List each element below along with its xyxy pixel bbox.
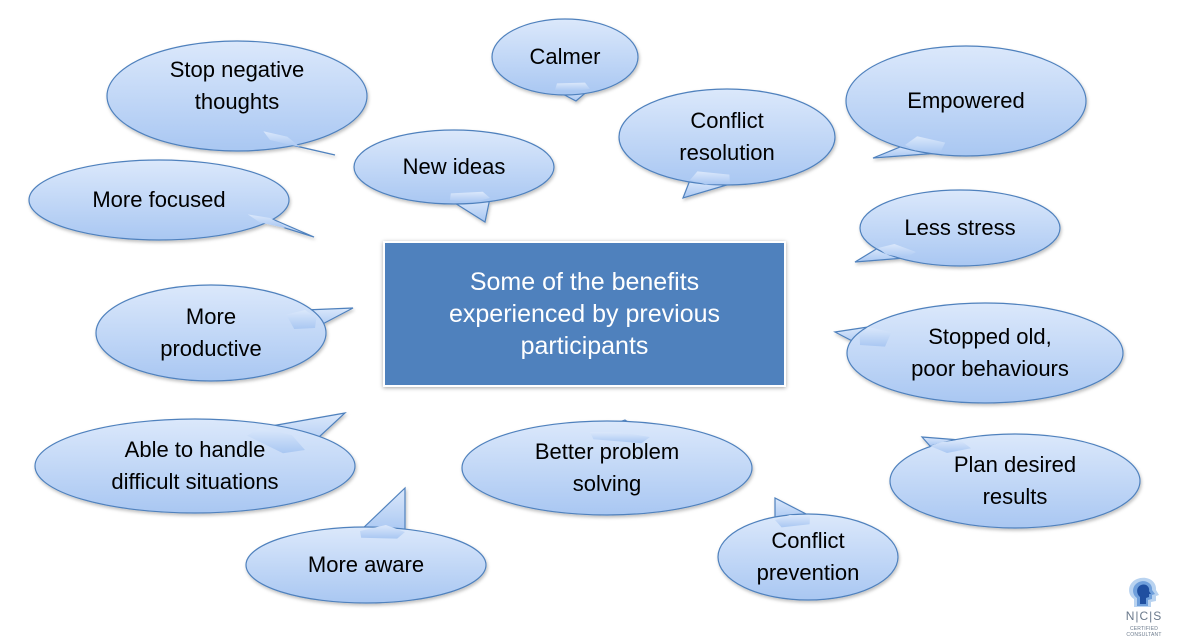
bubble-label-more-aware: More aware xyxy=(308,549,424,581)
bubble-label-empowered: Empowered xyxy=(907,85,1024,117)
bubble-tail xyxy=(269,217,315,238)
bubble-label-stopped-old-poor-behaviours: Stopped old, poor behaviours xyxy=(911,321,1069,385)
speech-bubble-empowered xyxy=(845,45,1087,159)
bubble-label-line: difficult situations xyxy=(111,469,279,494)
ncs-logo: N|C|S CERTIFIED CONSULTANT xyxy=(1115,575,1173,638)
center-title-line: participants xyxy=(520,332,649,360)
bubble-label-line: thoughts xyxy=(194,89,280,114)
bubble-label-stop-negative-thoughts: Stop negative thoughts xyxy=(170,54,305,118)
bubble-label-line: Conflict xyxy=(771,528,845,553)
bubble-label-line: resolution xyxy=(679,140,775,165)
bubble-label-new-ideas: New ideas xyxy=(403,151,506,183)
bubble-ellipse xyxy=(889,433,1141,529)
bubble-label-line: More aware xyxy=(307,552,425,577)
bubble-label-line: Conflict xyxy=(690,108,764,133)
bubble-ellipse xyxy=(245,526,487,604)
center-title-box: Some of the benefits experienced by prev… xyxy=(383,241,786,387)
bubble-ellipse xyxy=(28,159,290,241)
bubble-label-line: results xyxy=(982,484,1048,509)
bubble-ellipse xyxy=(106,40,368,152)
bubble-label-plan-desired-results: Plan desired results xyxy=(954,449,1076,513)
bubble-label-line: prevention xyxy=(756,560,860,585)
bubble-tail-join xyxy=(286,310,317,329)
bubble-tail-join xyxy=(590,432,650,444)
bubble-label-more-productive: More productive xyxy=(160,301,262,365)
speech-bubble-calmer xyxy=(491,18,639,102)
logo-name: N|C|S xyxy=(1125,609,1163,623)
bubble-label-line: solving xyxy=(572,471,642,496)
bubble-label-more-focused: More focused xyxy=(92,184,225,216)
speech-bubble-more-focused xyxy=(28,159,315,241)
bubble-tail-join xyxy=(690,171,730,185)
speech-bubble-plan-desired-results xyxy=(889,433,1141,529)
bubble-ellipse xyxy=(859,189,1061,267)
bubble-tail-join xyxy=(878,244,916,258)
bubble-label-line: Less stress xyxy=(904,215,1016,240)
logo-subtitle: CERTIFIED CONSULTANT xyxy=(1126,626,1162,638)
bubble-label-line: Stopped old, xyxy=(928,324,1052,349)
bubble-label-line: Calmer xyxy=(529,44,601,69)
bubble-ellipse xyxy=(845,45,1087,157)
bubble-label-line: poor behaviours xyxy=(911,356,1069,381)
speech-bubble-better-problem-solving xyxy=(461,419,753,516)
bubble-ellipse xyxy=(95,284,327,382)
speech-bubble-able-to-handle-difficult-situations xyxy=(34,412,356,514)
bubble-label-able-to-handle-difficult-situations: Able to handle difficult situations xyxy=(111,434,278,498)
speech-bubble-stop-negative-thoughts xyxy=(106,40,368,156)
speech-bubble-new-ideas xyxy=(353,129,555,223)
bubble-label-line: Better problem xyxy=(534,439,680,464)
bubble-label-calmer: Calmer xyxy=(530,41,601,73)
speech-bubble-stopped-old-poor-behaviours xyxy=(833,302,1124,404)
bubble-tail-join xyxy=(450,191,490,203)
bubble-tail-join xyxy=(555,82,590,92)
speech-bubble-conflict-resolution xyxy=(618,88,836,199)
bubble-label-less-stress: Less stress xyxy=(904,212,1015,244)
center-title-line: Some of the benefits xyxy=(469,268,700,296)
bubble-tail-join xyxy=(930,440,971,453)
bubble-tail-join xyxy=(775,515,810,528)
bubble-ellipse xyxy=(461,420,753,516)
bubble-label-conflict-prevention: Conflict prevention xyxy=(757,525,860,589)
bubble-tail-join xyxy=(859,327,892,347)
bubble-tail-join xyxy=(247,214,285,228)
bubble-ellipse xyxy=(618,88,836,186)
center-title: Some of the benefits experienced by prev… xyxy=(449,266,720,362)
bubble-label-line: New ideas xyxy=(402,154,506,179)
center-title-line: experienced by previous xyxy=(449,300,720,328)
bubble-tail-join xyxy=(360,524,405,539)
bubble-label-line: Empowered xyxy=(907,88,1025,113)
bubble-ellipse xyxy=(846,302,1124,404)
bubble-tail-join xyxy=(905,136,946,153)
bubble-label-line: Plan desired xyxy=(953,452,1077,477)
bubble-label-line: More xyxy=(185,304,237,329)
speech-bubble-more-productive xyxy=(95,284,354,382)
bubble-label-line: Able to handle xyxy=(124,437,266,462)
bubble-ellipse xyxy=(353,129,555,205)
bubble-tail-join xyxy=(263,131,300,147)
bubble-ellipse xyxy=(717,513,899,601)
bubble-label-line: Stop negative xyxy=(169,57,305,82)
speech-bubble-conflict-prevention xyxy=(717,497,899,601)
bubble-tail-join xyxy=(247,428,305,454)
head-profile-icon xyxy=(1129,577,1159,607)
bubble-label-line: productive xyxy=(160,336,262,361)
bubble-ellipse xyxy=(491,18,639,96)
speech-bubble-more-aware xyxy=(245,486,487,604)
bubble-label-line: More focused xyxy=(92,187,226,212)
bubble-label-better-problem-solving: Better problem solving xyxy=(535,436,679,500)
bubble-label-conflict-resolution: Conflict resolution xyxy=(679,105,774,169)
speech-bubble-less-stress xyxy=(854,189,1061,267)
bubble-tail xyxy=(358,486,406,533)
